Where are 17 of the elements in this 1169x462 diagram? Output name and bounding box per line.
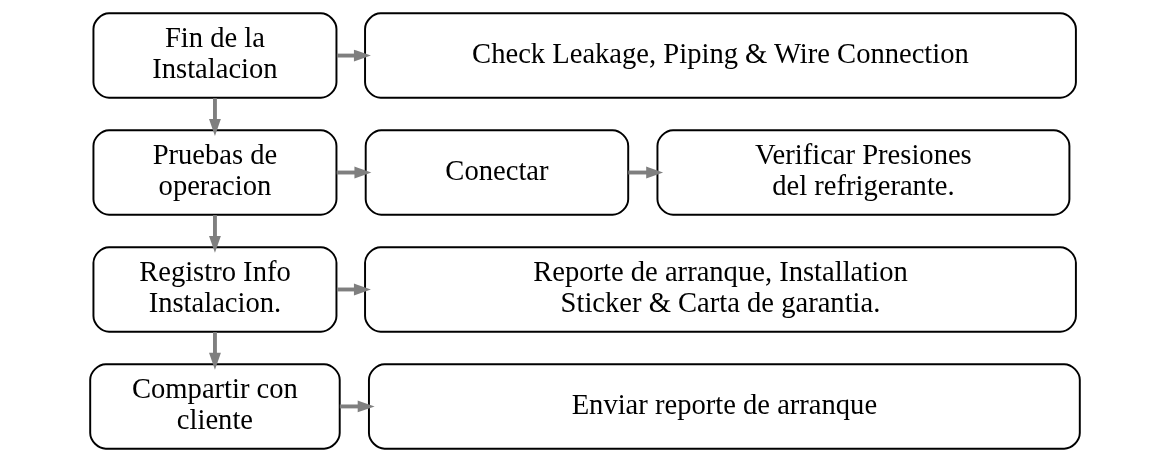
node-box: Conectar: [364, 129, 629, 216]
node-box: Enviar reporte de arranque: [367, 363, 1081, 450]
node-box: Verificar Presiones del refrigerante.: [655, 129, 1070, 216]
node-box: Compartir con cliente: [88, 363, 341, 450]
node-box: Reporte de arranque, Installation Sticker & Carta de garantia.: [363, 246, 1077, 333]
arrow: [208, 215, 221, 253]
node-box: Registro Info Instalacion.: [91, 246, 337, 333]
arrow: [208, 332, 221, 370]
arrow: [208, 98, 221, 136]
node-box: Pruebas de operacion: [91, 129, 337, 216]
arrow: [336, 166, 371, 179]
arrow: [339, 400, 375, 413]
arrow: [336, 49, 371, 62]
node-box: Fin de la Instalacion: [91, 12, 337, 99]
node-box: Check Leakage, Piping & Wire Connection: [363, 12, 1077, 99]
arrow: [627, 166, 663, 179]
arrow: [336, 283, 371, 296]
